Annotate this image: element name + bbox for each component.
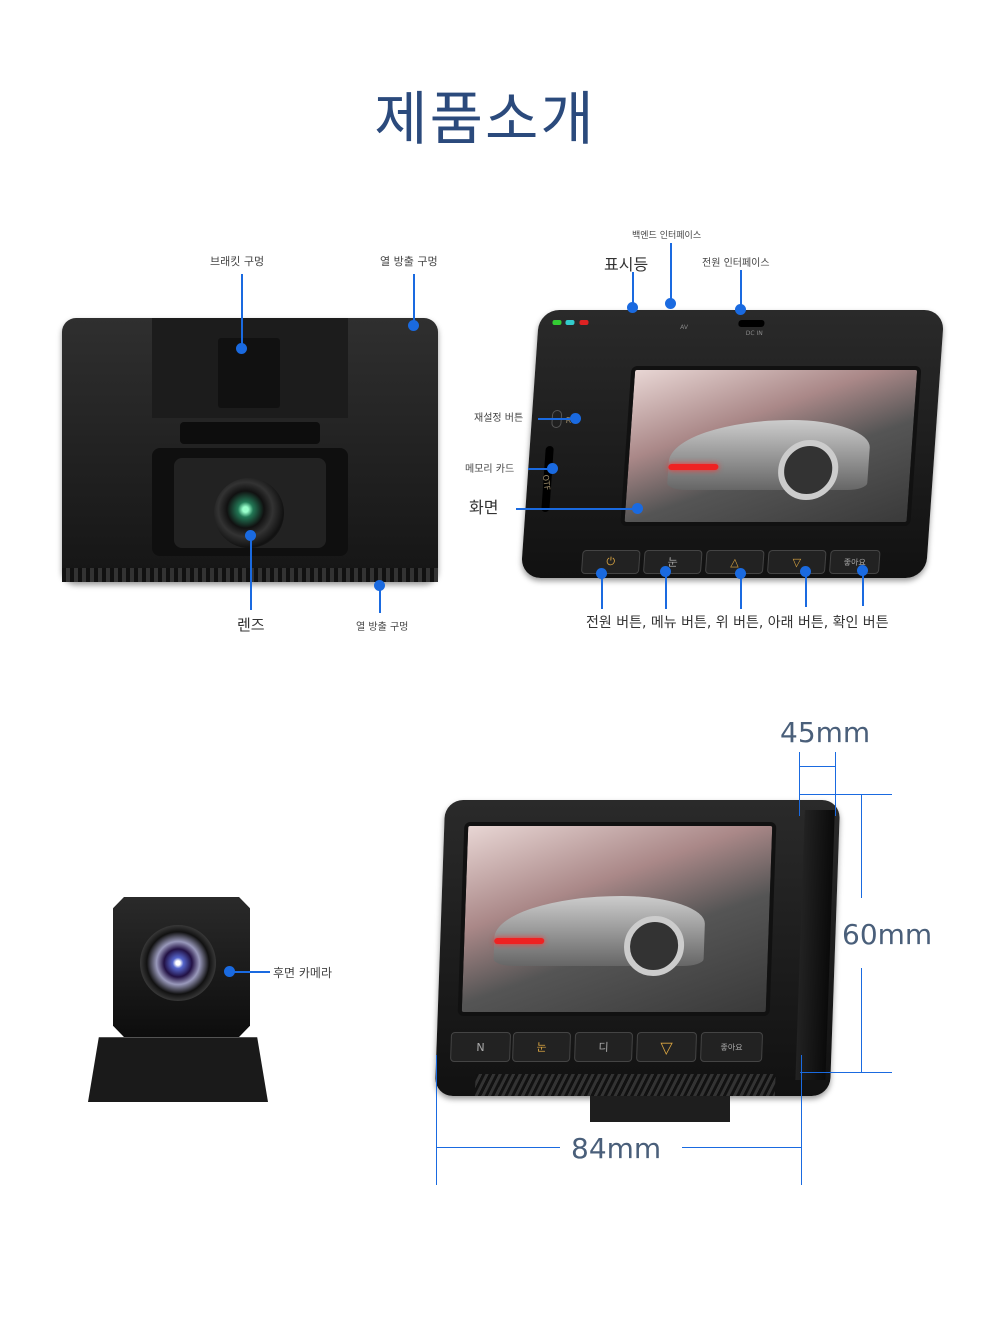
down-button[interactable]: ▽: [766, 550, 827, 574]
callout-dot: [547, 463, 558, 474]
dimension-line: [800, 794, 892, 795]
callout-dot: [570, 413, 581, 424]
callout-dot: [665, 298, 676, 309]
leader-line: [665, 573, 667, 609]
leader-line: [805, 573, 807, 607]
screen: [620, 366, 922, 526]
car-taillight: [668, 464, 719, 470]
led-cyan: [565, 320, 575, 325]
page-title: 제품소개: [374, 85, 596, 153]
callout-dot: [735, 304, 746, 315]
label-backend-interface: 백엔드 인터페이스: [632, 231, 702, 241]
callout-dot: [224, 966, 235, 977]
dimension-line: [835, 752, 836, 816]
power-button[interactable]: ⏻: [580, 550, 641, 574]
label-bracket-hole: 브래킷 구멍: [210, 255, 265, 268]
label-power-interface: 전원 인터페이스: [702, 258, 770, 269]
dc-in-mark: DC IN: [745, 330, 763, 337]
rear-camera-bracket: [88, 1037, 268, 1102]
car-taillight: [494, 938, 545, 944]
label-lens: 렌즈: [237, 616, 265, 634]
dc-in-port: [738, 320, 765, 327]
leader-line: [740, 270, 742, 307]
dashcam-dimension-view: N 눈 디 ▽ 좋아요: [434, 800, 841, 1096]
leader-line: [413, 274, 415, 324]
callout-dot: [596, 568, 607, 579]
leader-line: [250, 540, 252, 610]
leader-line: [538, 418, 574, 420]
label-indicator: 표시등: [604, 255, 649, 274]
ok-button[interactable]: 좋아요: [828, 550, 881, 574]
mount-base: [590, 1096, 730, 1122]
leader-line: [241, 274, 243, 346]
vent-grille: [474, 1074, 776, 1096]
callout-dot: [245, 530, 256, 541]
callout-dot: [660, 566, 671, 577]
bracket-slot: [218, 338, 280, 408]
dashcam-side-view: AV DC IN R OTF ⏻ 눈 △ ▽ 좋아요: [520, 310, 945, 578]
leader-line: [632, 272, 634, 306]
dimension-line: [682, 1147, 802, 1148]
leader-line: [862, 572, 864, 606]
car-image: [666, 420, 872, 490]
leader-line: [601, 575, 603, 609]
callout-dot: [627, 302, 638, 313]
label-heat-vent-bottom: 열 방출 구멍: [356, 622, 409, 633]
label-reset-button: 재설정 버튼: [474, 413, 524, 424]
label-buttons: 전원 버튼, 메뉴 버튼, 위 버튼, 아래 버튼, 확인 버튼: [586, 615, 889, 631]
dimension-line: [436, 1147, 560, 1148]
indicator-leds: [552, 320, 613, 328]
label-memory-card: 메모리 카드: [465, 464, 515, 475]
leader-line: [528, 468, 552, 470]
button-down: ▽: [636, 1032, 698, 1062]
button-d: 디: [574, 1032, 634, 1062]
dimension-height: 60mm: [842, 918, 933, 951]
dimension-screen: [457, 822, 777, 1016]
dimension-line: [436, 1055, 437, 1185]
front-recess: [180, 422, 320, 444]
label-heat-vent-top: 열 방출 구멍: [380, 255, 438, 268]
dimension-depth: 45mm: [780, 716, 871, 749]
dimension-line: [861, 968, 862, 1072]
dimension-width: 84mm: [571, 1132, 662, 1165]
button-ok: 좋아요: [700, 1032, 764, 1062]
leader-line: [516, 508, 636, 510]
callout-dot: [857, 565, 868, 576]
led-green: [552, 320, 562, 325]
menu-button[interactable]: 눈: [642, 550, 703, 574]
label-screen: 화면: [469, 498, 499, 517]
dimension-line: [861, 794, 862, 898]
rear-camera-lens: [140, 925, 216, 1001]
button-menu: 눈: [512, 1032, 572, 1062]
leader-line: [670, 243, 672, 301]
label-rear-camera: 후면 카메라: [273, 966, 333, 980]
button-n: N: [450, 1032, 512, 1062]
callout-dot: [632, 503, 643, 514]
av-port-mark: AV: [679, 324, 689, 331]
tf-card-mark: OTF: [540, 474, 552, 492]
device-side-edge: [795, 810, 835, 1080]
dimension-line: [801, 1055, 802, 1185]
dimension-line: [800, 1072, 892, 1073]
dimension-line: [799, 752, 800, 816]
callout-dot: [408, 320, 419, 331]
callout-dot: [236, 343, 247, 354]
callout-dot: [735, 568, 746, 579]
leader-line: [740, 575, 742, 609]
callout-dot: [800, 566, 811, 577]
leader-line: [379, 585, 381, 613]
car-wheel: [623, 916, 686, 976]
leader-line: [232, 971, 270, 973]
led-red: [579, 320, 589, 325]
dimension-line: [799, 766, 835, 767]
